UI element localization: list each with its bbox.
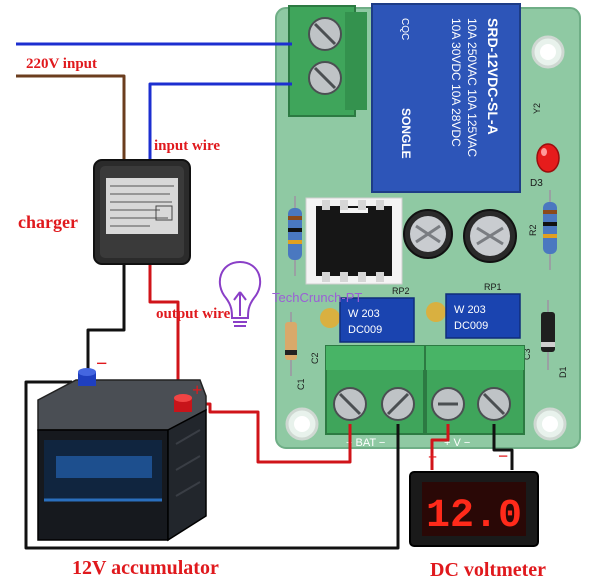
battery-12v (37, 368, 207, 542)
dc-voltmeter: 12.0 (409, 471, 539, 547)
relay-brand: SONGLE (399, 108, 413, 159)
label-accumulator: 12V accumulator (72, 557, 219, 579)
relay-model: SRD-12VDC-SL-A (485, 18, 501, 135)
ic-chip (305, 197, 403, 285)
label-battery-minus: − (96, 353, 107, 375)
bulb-icon (218, 260, 262, 327)
mounting-hole (531, 35, 565, 69)
led-d3: D3 Y2 (530, 103, 560, 189)
trim-potentiometer-rp2: W 203 DC009 RP2 (320, 286, 415, 343)
relay-cqc: CQC (399, 18, 410, 40)
wire-meter-minus (492, 424, 514, 470)
charger-adapter (93, 159, 191, 265)
mounting-hole (533, 407, 567, 441)
battery-terminal-block (325, 345, 425, 435)
relay-rating-dc: 10A 30VDC 10A 28VDC (449, 18, 463, 147)
relay: SRD-12VDC-SL-A 10A 250VAC 10A 125VAC 10A… (371, 3, 521, 193)
relay-rating-ac: 10A 250VAC 10A 125VAC (465, 18, 479, 157)
resistor (288, 196, 302, 276)
resistor-r2: R2 (528, 190, 557, 270)
mounting-hole (285, 407, 319, 441)
battery-terminal-negative (78, 368, 96, 386)
electrolytic-capacitor (463, 209, 517, 263)
trim-potentiometer-rp1: W 203 DC009 RP1 (426, 282, 521, 339)
label-charger: charger (18, 212, 78, 232)
wire-output-red (148, 262, 180, 396)
diode-d1: D1 (541, 300, 568, 378)
wires (16, 42, 514, 550)
label-input-wire: input wire (154, 138, 220, 154)
wire-output-black (86, 262, 126, 372)
label-d3: D3 (530, 178, 543, 189)
wire-bat-minus (24, 380, 400, 550)
label-v: + V − (444, 437, 470, 449)
label-rp1: RP1 (484, 282, 502, 292)
label-y2: Y2 (532, 103, 542, 114)
label-c3: C3 (522, 348, 532, 360)
label-d1: D1 (558, 366, 568, 378)
voltmeter-terminal-block (425, 345, 525, 435)
label-rp2: RP2 (392, 286, 410, 296)
label-meter-minus: − (498, 446, 508, 466)
battery-terminal-positive (174, 394, 192, 412)
pot-code: DC009 (348, 324, 382, 336)
pot-label: W 203 (348, 308, 380, 320)
label-c1: C1 (296, 378, 306, 390)
label-220v-input: 220V input (26, 56, 97, 72)
wire-meter-plus (430, 424, 450, 470)
label-meter-plus: + (428, 449, 437, 466)
wire-input-blue (148, 82, 292, 162)
electrolytic-capacitor (403, 209, 453, 259)
label-output-wire: output wire (156, 306, 231, 322)
label-c2: C2 (310, 352, 320, 364)
diode (285, 312, 297, 376)
charger-board: SRD-12VDC-SL-A 10A 250VAC 10A 125VAC 10A… (275, 3, 581, 449)
pot-code: DC009 (454, 320, 488, 332)
voltmeter-reading: 12.0 (426, 494, 522, 539)
watermark: TechCrunch-PT (218, 260, 362, 327)
label-dc-voltmeter: DC voltmeter (430, 559, 546, 581)
label-battery-plus: + (192, 380, 202, 400)
label-bat: + BAT − (346, 437, 385, 449)
input-terminal-block (288, 5, 367, 117)
wire-bat-plus (190, 402, 352, 464)
pot-label: W 203 (454, 304, 486, 316)
wire-220v-brown (16, 74, 126, 162)
watermark-text: TechCrunch-PT (272, 290, 362, 305)
label-r2: R2 (528, 224, 538, 236)
